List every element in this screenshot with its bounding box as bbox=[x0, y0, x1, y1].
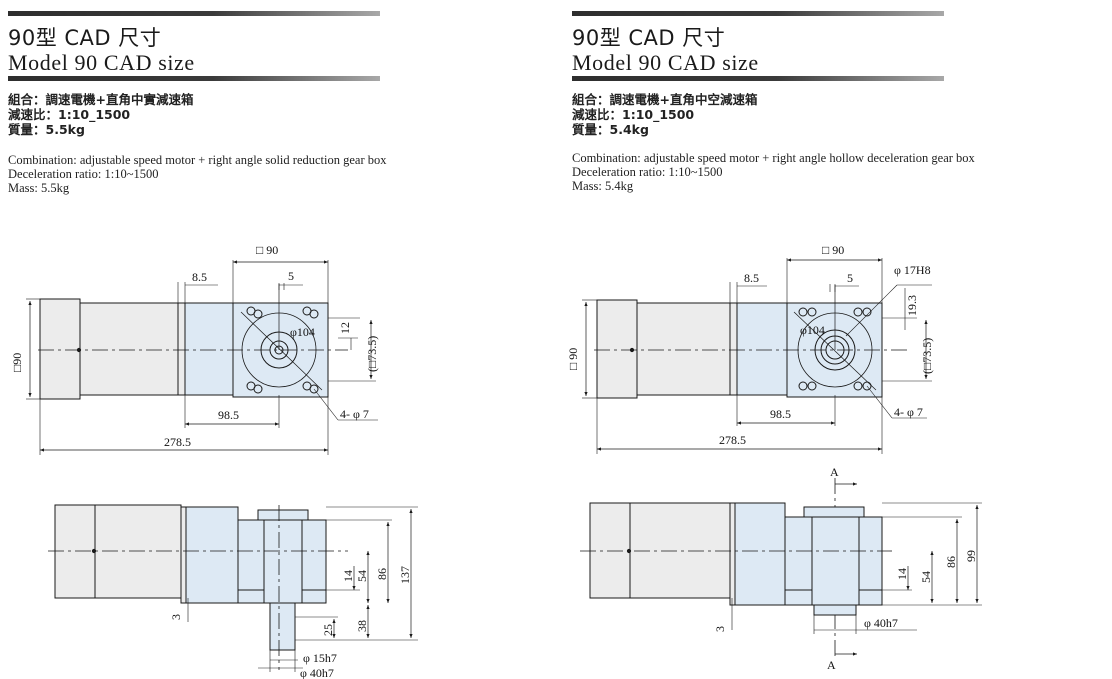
dim-square-90-side: □90 bbox=[10, 353, 24, 372]
spec-chinese: 組合：調速電機+直角中實減速箱 減速比：1:10_1500 質量：5.5kg bbox=[8, 92, 193, 137]
title-chinese: 90型 CAD 尺寸 bbox=[572, 26, 726, 50]
spec-en-ratio: Deceleration ratio: 1:10~1500 bbox=[8, 167, 159, 181]
motor-body bbox=[79, 302, 179, 396]
title-english: Model 90 CAD size bbox=[572, 50, 759, 75]
dim-278-5: 278.5 bbox=[719, 433, 746, 447]
dim-98-5: 98.5 bbox=[770, 407, 791, 421]
dim-square-90: □ 90 bbox=[822, 243, 844, 257]
spec-en-mass: Mass: 5.5kg bbox=[8, 181, 70, 195]
dim-19-3: 19.3 bbox=[905, 295, 919, 316]
title-bar-top bbox=[8, 11, 380, 16]
title-bar-bottom bbox=[8, 76, 380, 81]
dim-square-73-5: (□73.5) bbox=[365, 336, 379, 372]
dim-54: 54 bbox=[919, 571, 933, 583]
spec-en-ratio: Deceleration ratio: 1:10~1500 bbox=[572, 165, 723, 179]
dim-square-73-5: (□73.5) bbox=[920, 338, 934, 374]
spec-en-combination: Combination: adjustable speed motor + ri… bbox=[8, 153, 387, 167]
spec-cn-mass: 質量：5.4kg bbox=[572, 122, 649, 137]
dim-phi-40h7: φ 40h7 bbox=[864, 616, 898, 630]
dim-5: 5 bbox=[847, 271, 853, 285]
dim-phi-104: φ104 bbox=[800, 323, 825, 337]
dim-8-5: 8.5 bbox=[744, 271, 759, 285]
dim-3: 3 bbox=[713, 626, 727, 632]
dim-278-5: 278.5 bbox=[164, 435, 191, 449]
spec-cn-ratio: 減速比：1:10_1500 bbox=[572, 107, 695, 122]
motor-rear-cover bbox=[39, 298, 81, 400]
dim-99: 99 bbox=[964, 550, 978, 562]
title-bar-bottom bbox=[572, 76, 944, 81]
dim-12: 12 bbox=[338, 322, 352, 334]
spec-en-mass: Mass: 5.4kg bbox=[572, 179, 634, 193]
dim-8-5: 8.5 bbox=[192, 270, 207, 284]
dim-4-phi-7: 4- φ 7 bbox=[894, 405, 923, 419]
dim-phi-104: φ104 bbox=[290, 325, 315, 339]
dim-square-90-side: □ 90 bbox=[566, 348, 580, 370]
spec-chinese: 組合：調速電機+直角中空減速箱 減速比：1:10_1500 質量：5.4kg bbox=[572, 92, 757, 137]
mounting-holes bbox=[246, 306, 319, 394]
dim-137: 137 bbox=[398, 566, 412, 584]
dim-phi-17h8: φ 17H8 bbox=[894, 263, 931, 277]
dim-square-90: □ 90 bbox=[256, 243, 278, 257]
drawing-left: □ 90 8.5 5 φ104 12 (□73.5) □90 98.5 278.… bbox=[10, 243, 418, 679]
spec-english: Combination: adjustable speed motor + ri… bbox=[8, 153, 387, 195]
dim-25: 25 bbox=[321, 624, 335, 636]
panel-right-hollow-shaft: 90型 CAD 尺寸 Model 90 CAD size 組合：調速電機+直角中… bbox=[566, 0, 1112, 679]
dim-3: 3 bbox=[169, 614, 183, 620]
spec-cn-combination: 組合：調速電機+直角中空減速箱 bbox=[572, 92, 758, 107]
section-a-bottom: A bbox=[827, 658, 836, 672]
dim-14: 14 bbox=[895, 568, 909, 580]
dim-86: 86 bbox=[375, 568, 389, 580]
title-bar-top bbox=[572, 11, 944, 16]
dim-14: 14 bbox=[341, 570, 355, 582]
gear-housing bbox=[184, 302, 234, 396]
title-chinese: 90型 CAD 尺寸 bbox=[8, 26, 162, 50]
spec-cn-combination: 組合：調速電機+直角中實減速箱 bbox=[8, 92, 194, 107]
dim-98-5: 98.5 bbox=[218, 408, 239, 422]
dim-86: 86 bbox=[944, 556, 958, 568]
dim-phi-15h7: φ 15h7 bbox=[303, 651, 337, 665]
dim-4-phi-7: 4- φ 7 bbox=[340, 407, 369, 421]
spec-cn-ratio: 減速比：1:10_1500 bbox=[8, 107, 131, 122]
spec-english: Combination: adjustable speed motor + ri… bbox=[572, 151, 975, 193]
drawing-right: □ 90 8.5 5 φ 17H8 19.3 φ104 (□73.5) □ 90… bbox=[566, 243, 982, 672]
title-english: Model 90 CAD size bbox=[8, 50, 195, 75]
dim-phi-40h7: φ 40h7 bbox=[300, 666, 334, 679]
section-a-top: A bbox=[830, 465, 839, 479]
dim-5: 5 bbox=[288, 269, 294, 283]
dim-38: 38 bbox=[355, 620, 369, 632]
dim-54: 54 bbox=[355, 570, 369, 582]
panel-left-solid-shaft: 90型 CAD 尺寸 Model 90 CAD size 組合：調速電機+直角中… bbox=[8, 0, 548, 679]
spec-en-combination: Combination: adjustable speed motor + ri… bbox=[572, 151, 975, 165]
spec-cn-mass: 質量：5.5kg bbox=[8, 122, 85, 137]
